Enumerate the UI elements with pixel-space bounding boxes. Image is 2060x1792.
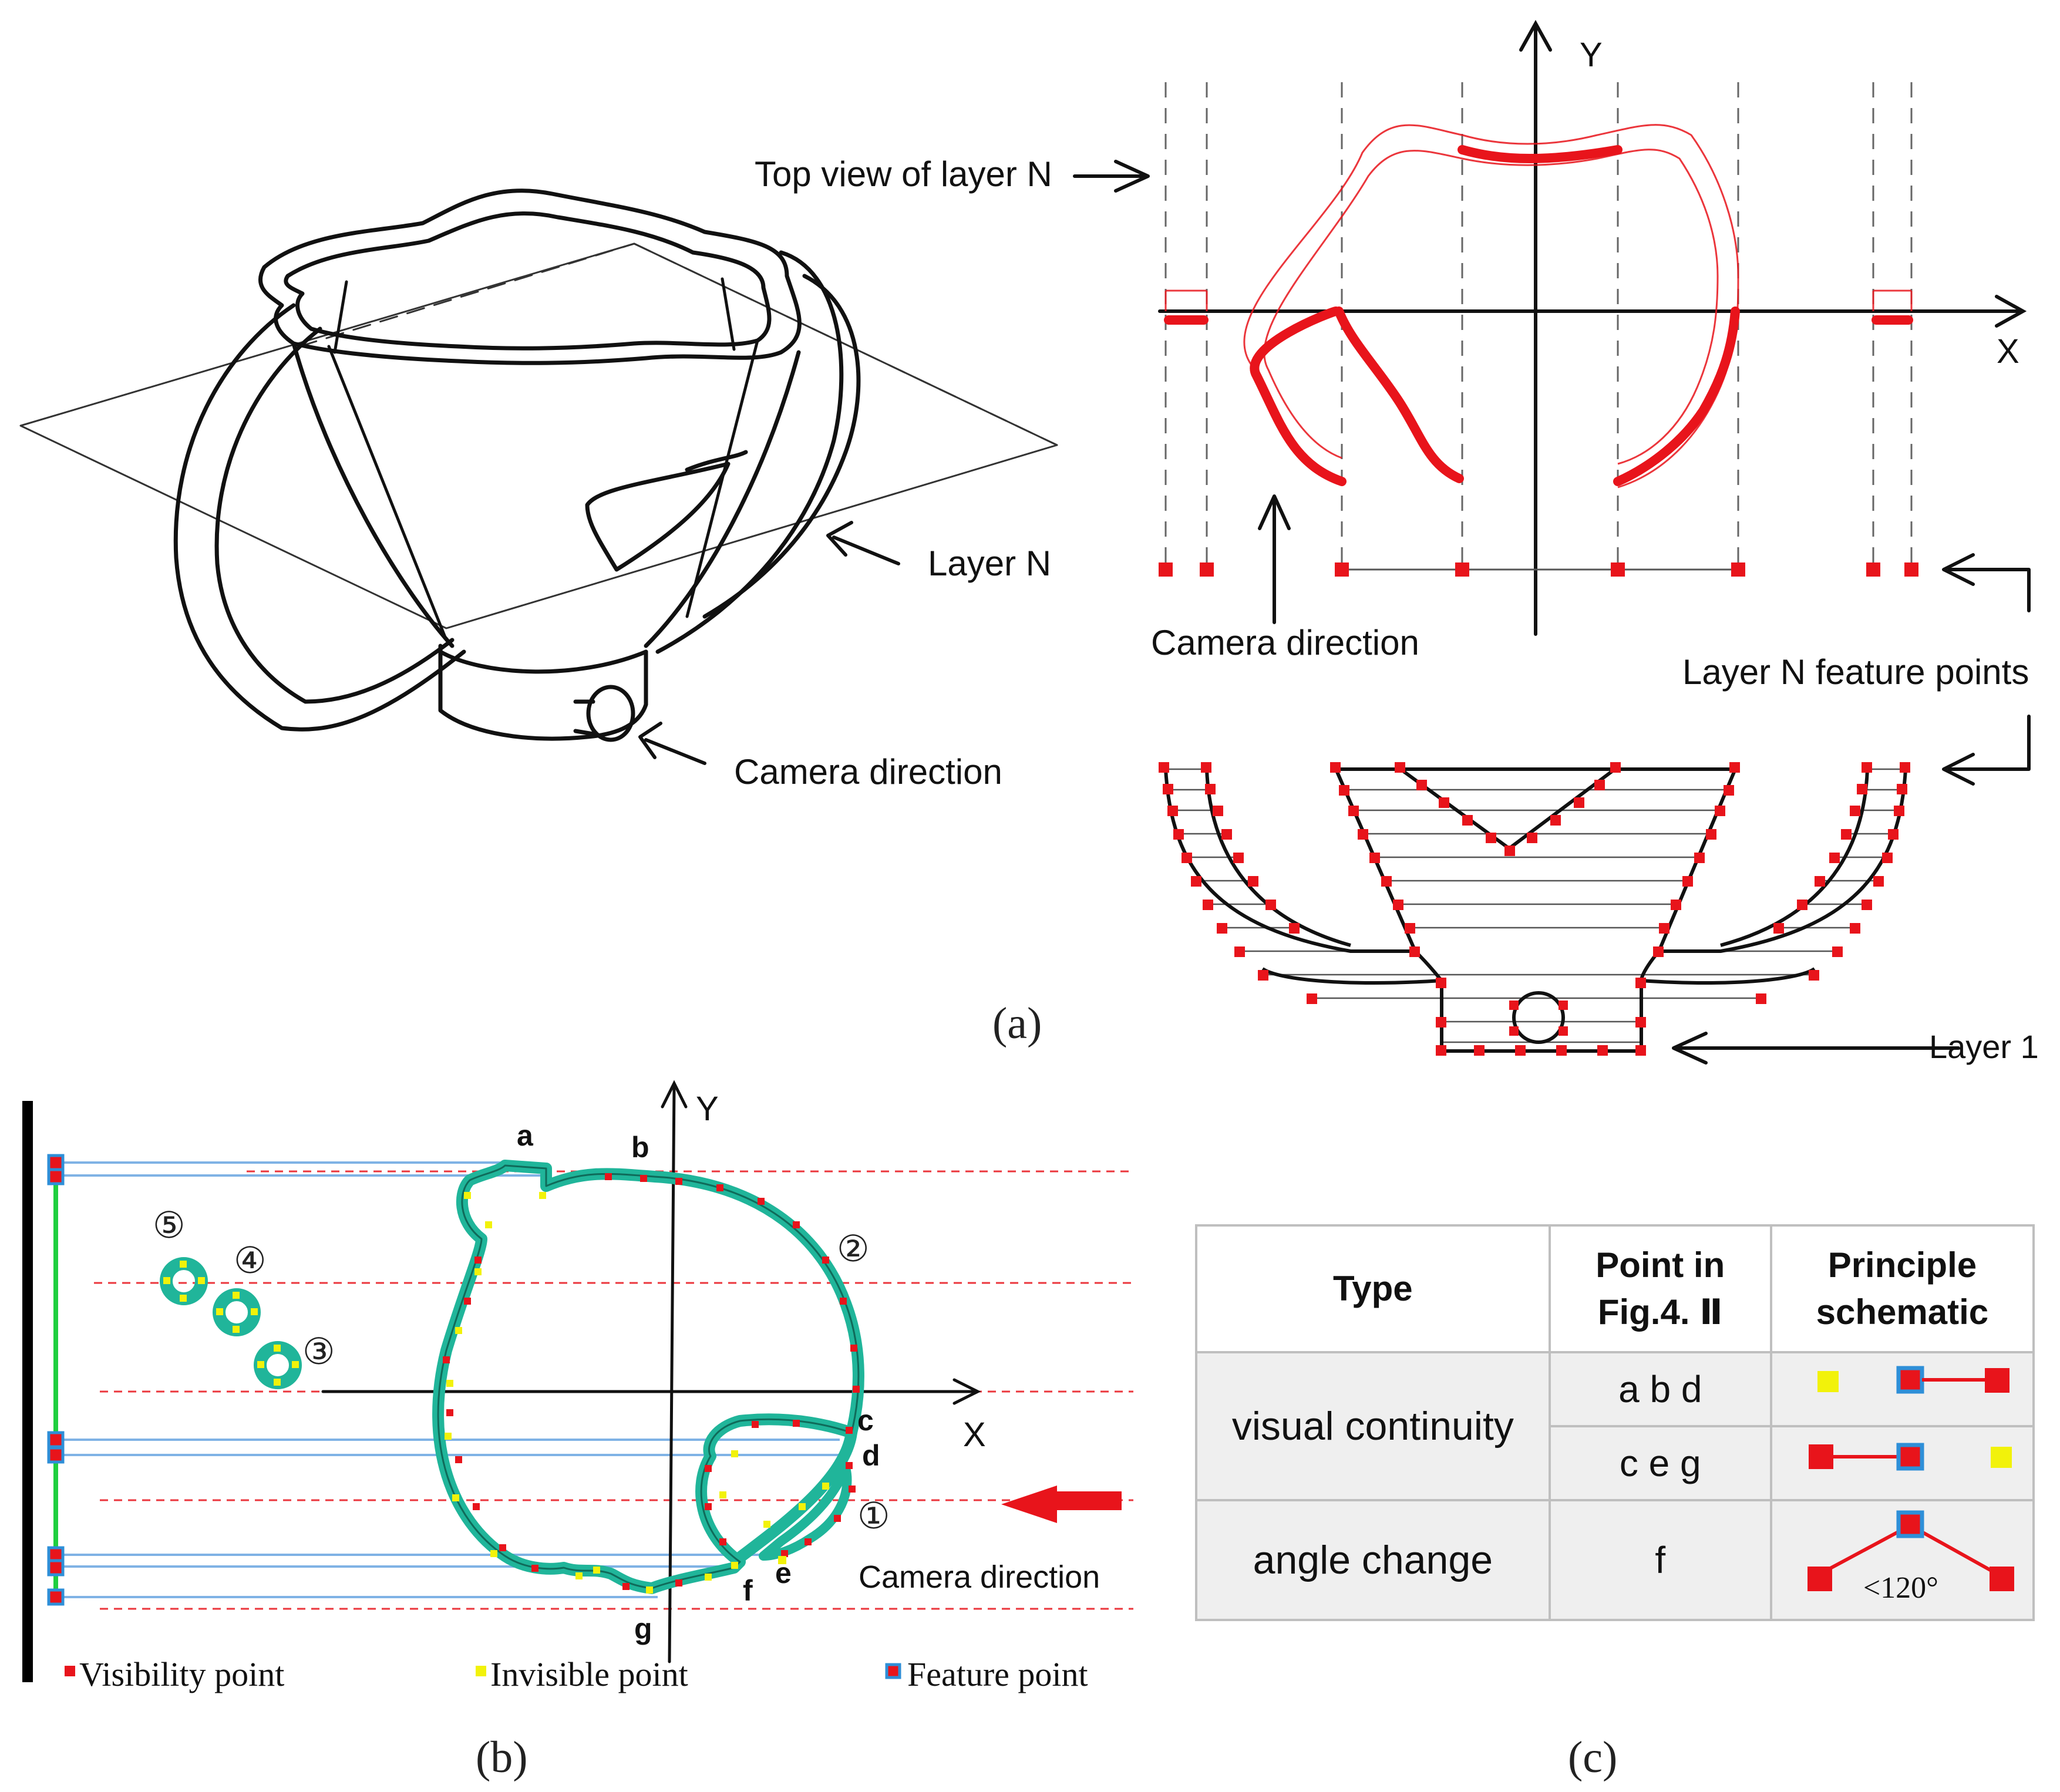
row1-points: a b d: [1548, 1351, 1772, 1427]
ring-holes: [160, 1257, 302, 1389]
panel-b-label: (b): [476, 1733, 528, 1782]
callout-layer-1: Layer 1: [1929, 1028, 2039, 1065]
top-view-arrow: [1073, 160, 1150, 193]
header-point: Point in Fig.4. Ⅱ: [1548, 1224, 1772, 1353]
row2-points: c e g: [1548, 1425, 1772, 1501]
point-c: c: [857, 1404, 874, 1437]
callout-camera-3d: Camera direction: [734, 752, 1002, 791]
top-view-plan: [1158, 19, 2027, 636]
legend-visible-swatch: [65, 1666, 75, 1676]
circle-4: ④: [234, 1241, 267, 1281]
plan-x-label: X: [1997, 332, 2019, 370]
legend-invisible-label: Invisible point: [490, 1655, 688, 1693]
panel-c-label: (c): [1568, 1733, 1618, 1782]
callout-top-view: Top view of layer N: [755, 154, 1052, 194]
projection-plane: [22, 1101, 33, 1682]
principle-table: Type Point in Fig.4. Ⅱ Principle schemat…: [1195, 1224, 2035, 1621]
header-point-text: Point in Fig.4. Ⅱ: [1596, 1245, 1725, 1332]
row3-points: f: [1548, 1499, 1772, 1621]
header-principle-text: Principle schematic: [1816, 1245, 1989, 1332]
b-x-label: X: [963, 1416, 986, 1454]
cup-cross-section: [1159, 762, 1910, 1056]
row-type-visual: visual continuity: [1195, 1351, 1551, 1501]
legend-invisible-swatch: [476, 1666, 486, 1676]
point-a: a: [517, 1119, 533, 1152]
point-d: d: [862, 1439, 880, 1472]
callout-feature-points: Layer N feature points: [1682, 652, 2029, 692]
feature-points-arrow-top: [1942, 553, 2031, 612]
row-type-angle: angle change: [1195, 1499, 1551, 1621]
row1-schematic: [1769, 1351, 2035, 1427]
point-g: g: [634, 1612, 652, 1645]
callout-arrows-a: [638, 160, 2031, 1065]
row2-schematic: [1769, 1425, 2035, 1501]
callout-layer-n: Layer N: [928, 544, 1052, 583]
b-camera-label: Camera direction: [859, 1559, 1100, 1595]
layer-n-arrow: [826, 521, 900, 565]
point-e: e: [775, 1557, 792, 1589]
legend-feature-swatch: [885, 1663, 901, 1679]
feature-points-arrow-bottom: [1942, 715, 2031, 786]
circle-5: ⑤: [153, 1205, 186, 1246]
camera-direction-arrow: [1258, 494, 1291, 624]
panel-a-label: (a): [992, 999, 1042, 1048]
layer-1-arrow: [1672, 1032, 1960, 1065]
camera-arrow: [638, 722, 706, 765]
header-principle: Principle schematic: [1769, 1224, 2035, 1353]
legend-feature-label: Feature point: [907, 1655, 1088, 1693]
circle-2: ②: [837, 1229, 870, 1269]
point-b: b: [631, 1131, 649, 1164]
panel-b-diagram: [22, 1080, 1133, 1682]
cup-3d-drawing: [19, 188, 1058, 742]
legend-visible-label: Visibility point: [79, 1655, 285, 1693]
header-type: Type: [1195, 1224, 1551, 1353]
angle-label: <120°: [1863, 1571, 1938, 1605]
circle-1: ①: [857, 1496, 890, 1537]
point-f: f: [743, 1574, 753, 1607]
row3-schematic: <120°: [1769, 1499, 2035, 1621]
circle-3: ③: [302, 1332, 335, 1372]
callout-camera-plan: Camera direction: [1151, 623, 1419, 662]
plan-y-label: Y: [1580, 36, 1603, 74]
b-y-label: Y: [696, 1090, 719, 1128]
